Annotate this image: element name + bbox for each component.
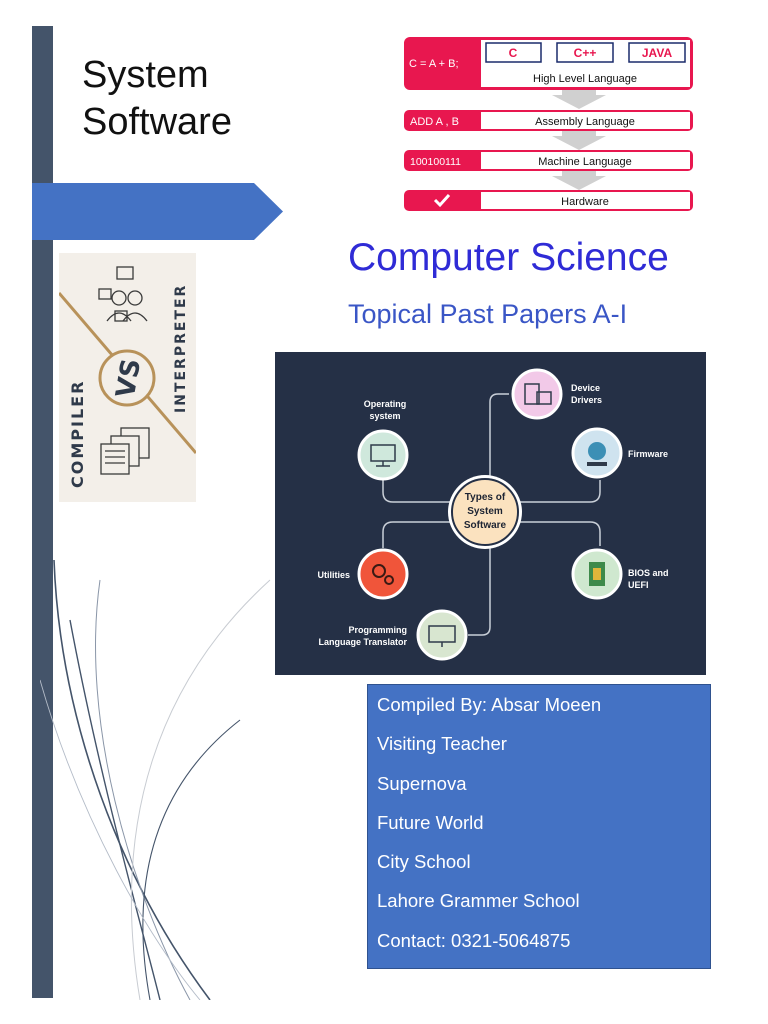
node-translator-line-1: Programming [348, 625, 407, 635]
compiled-by-box: Compiled By: Absar Moeen Visiting Teache… [367, 684, 711, 969]
info-line: Supernova [377, 772, 467, 794]
chip-icon [589, 562, 605, 586]
node-utilities-label: Utilities [317, 570, 350, 580]
asm-code: ADD A , B [410, 116, 459, 128]
node-drivers-line-1: Device [571, 383, 600, 393]
node-os-line-2: system [369, 411, 400, 421]
gears-icon [372, 564, 394, 585]
title-line-2: Software [82, 101, 232, 143]
hw-label: Hardware [561, 196, 609, 208]
interpreter-label: INTERPRETER [173, 284, 189, 413]
contact-line: Contact: 0321-5064875 [377, 929, 571, 951]
side-bar [32, 26, 53, 998]
lang-java: JAVA [642, 46, 673, 60]
code-icon [428, 625, 456, 647]
ml-code: 100100111 [410, 156, 461, 168]
node-bios-line-1: BIOS and [628, 568, 669, 578]
hll-label: High Level Language [533, 73, 637, 85]
info-line: Future World [377, 811, 484, 833]
types-of-system-software-diagram: Types of System Software Operating syste… [275, 352, 706, 675]
decorative-swoosh [40, 560, 271, 1000]
documents-icon [100, 427, 150, 475]
info-line: City School [377, 851, 471, 873]
monitor-icon [370, 444, 396, 467]
lang-c: C [509, 46, 518, 60]
lang-cpp: C++ [574, 46, 597, 60]
check-icon [433, 193, 451, 208]
document-title: System Software [82, 52, 232, 146]
hll-code: C = A + B; [409, 58, 459, 70]
center-line-2: System [467, 506, 503, 517]
node-os-line-1: Operating [364, 399, 407, 409]
devices-icon [524, 383, 552, 405]
compiler-vs-interpreter-image: VS COMPILER INTERPRETER [59, 253, 196, 502]
center-line-1: Types of [465, 492, 506, 503]
language-levels-graphic: C = A + B; C C++ JAVA High Level Languag… [404, 37, 693, 211]
subject-heading: Computer Science [348, 236, 669, 279]
vs-label: VS [111, 357, 147, 400]
node-translator-line-2: Language Translator [318, 637, 407, 647]
node-bios-line-2: UEFI [628, 580, 649, 590]
ml-label: Machine Language [538, 156, 632, 168]
compiler-label: COMPILER [68, 380, 87, 488]
people-icon [98, 266, 148, 322]
asm-label: Assembly Language [535, 116, 635, 128]
firmware-icon [587, 442, 607, 466]
info-line: Compiled By: Absar Moeen [377, 694, 602, 715]
center-line-3: Software [464, 520, 507, 531]
info-line: Visiting Teacher [377, 733, 507, 755]
info-line: Lahore Grammer School [377, 890, 580, 912]
title-line-1: System [82, 54, 209, 96]
node-drivers-line-2: Drivers [571, 395, 602, 405]
subject-subheading: Topical Past Papers A-I [348, 299, 628, 329]
arrow-banner [32, 183, 283, 240]
node-firmware-label: Firmware [628, 449, 668, 459]
